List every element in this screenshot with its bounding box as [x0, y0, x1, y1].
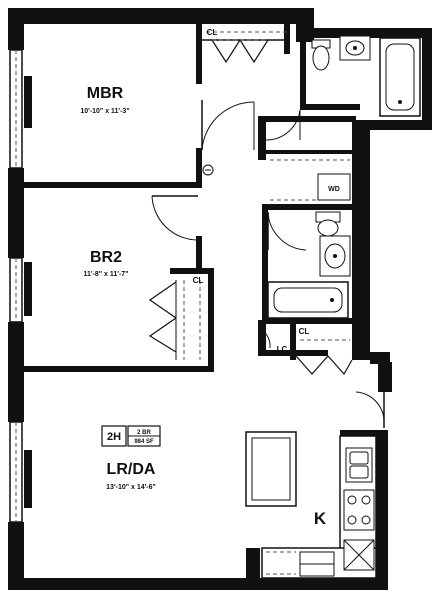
toilet-2-icon	[315, 211, 341, 237]
room-dims-mbr: 10'-10" x 11'-3"	[80, 108, 129, 115]
door-entry	[355, 391, 385, 428]
closet-label-hall: CL	[299, 327, 310, 336]
door-br2	[151, 195, 199, 241]
window-lrda	[9, 421, 32, 523]
thermostat-icon	[202, 164, 214, 176]
door-bath-2	[267, 211, 307, 251]
refrigerator-icon	[299, 551, 335, 577]
door-bath-top	[265, 109, 301, 141]
room-dims-br2: 11'-8" x 11'-7"	[84, 271, 129, 278]
closet-label-br2: CL	[193, 276, 204, 285]
washer-dryer-label: WD	[328, 186, 340, 193]
room-dims-lrda: 13'-10" x 14'-6"	[106, 484, 156, 491]
closet-label-linen: LC	[277, 345, 288, 354]
closet-label-mbr: CL	[207, 28, 218, 37]
bathtub-2-icon	[267, 281, 349, 319]
bathroom-fixtures	[267, 35, 421, 319]
unit-area: 984 SF	[134, 439, 154, 445]
toilet-1-icon	[311, 39, 331, 71]
room-name-kitchen: K	[314, 509, 327, 528]
room-name-br2: BR2	[90, 249, 122, 266]
door-mbr	[201, 100, 255, 151]
window-br2	[9, 257, 32, 323]
sink-2-icon	[319, 235, 351, 277]
room-labels: MBR 10'-10" x 11'-3" BR2 11'-8" x 11'-7"…	[80, 28, 327, 528]
kitchen-fixtures	[261, 435, 377, 579]
room-name-mbr: MBR	[87, 85, 124, 102]
washer-dryer: WD	[317, 173, 351, 201]
exterior-walls	[8, 8, 432, 590]
unit-number: 2H	[107, 431, 121, 443]
doors	[151, 100, 385, 428]
dishwasher-icon	[343, 539, 375, 571]
room-name-lrda: LR/DA	[107, 461, 156, 478]
kitchen-sink-icon	[345, 447, 373, 483]
bathtub-1-icon	[379, 37, 421, 117]
unit-tag: 2H 2 BR 984 SF	[101, 425, 161, 447]
windows	[9, 49, 32, 523]
dining-table	[245, 431, 297, 507]
sink-1-icon	[339, 35, 371, 61]
unit-bedrooms: 2 BR	[137, 430, 151, 436]
door-lc	[261, 329, 271, 349]
interior-walls	[24, 24, 360, 372]
window-mbr	[9, 49, 32, 169]
stove-icon	[343, 489, 375, 531]
